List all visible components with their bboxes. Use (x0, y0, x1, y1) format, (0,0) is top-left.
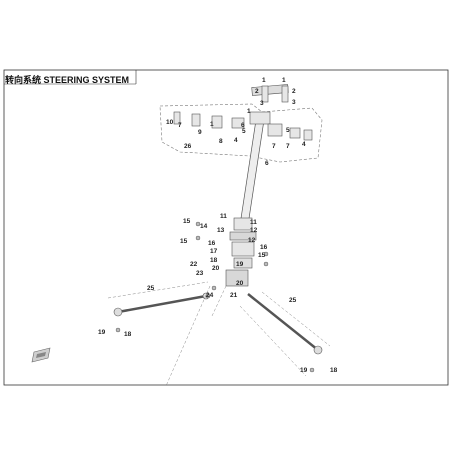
callout-15c: 15 (258, 252, 266, 259)
callout-18c: 18 (330, 367, 338, 374)
callout-21: 21 (230, 292, 238, 299)
callout-10: 10 (166, 119, 174, 126)
callout-3: 3 (260, 100, 264, 107)
callout-9: 9 (198, 129, 202, 136)
callout-12: 12 (250, 227, 258, 234)
callout-7b: 7 (286, 143, 290, 150)
callout-1d: 1 (210, 121, 214, 128)
callout-20: 20 (212, 265, 220, 272)
callout-26: 26 (184, 143, 192, 150)
callout-7c: 7 (178, 122, 182, 129)
callout-16b: 16 (260, 244, 268, 251)
callout-15b: 15 (180, 238, 188, 245)
callout-16: 16 (208, 240, 216, 247)
callout-1b: 1 (282, 77, 286, 84)
leader-center (211, 285, 227, 317)
callout-11: 11 (220, 213, 227, 220)
callout-6: 6 (265, 160, 269, 167)
callout-13: 13 (217, 227, 225, 234)
callout-2b: 2 (292, 88, 296, 95)
leader-left (165, 285, 211, 387)
callout-8: 8 (219, 138, 223, 145)
diagram-frame (3, 69, 449, 386)
callout-4: 4 (234, 137, 238, 144)
callout-22: 22 (190, 261, 198, 268)
callout-5: 5 (242, 128, 246, 135)
callout-6b: 6 (241, 122, 245, 129)
page-title: 转向系统 STEERING SYSTEM (5, 75, 130, 85)
callout-24: 24 (206, 292, 214, 299)
callout-2: 2 (255, 88, 259, 95)
callout-11b: 11 (250, 219, 257, 226)
tie-rod-left (107, 281, 210, 317)
callout-4b: 4 (302, 141, 306, 148)
callout-19c: 19 (300, 367, 308, 374)
callout-18: 18 (210, 257, 218, 264)
callout-23: 23 (196, 270, 204, 277)
callout-labels: 1 1 2 2 3 3 1 4 4 5 5 6 6 7 7 8 9 10 7 1… (98, 77, 338, 374)
fastener-marks (115, 221, 315, 373)
callout-19: 19 (236, 261, 244, 268)
callout-18b: 18 (124, 331, 132, 338)
callout-15: 15 (183, 218, 191, 225)
handlebar-clamps (173, 85, 313, 141)
callout-12b: 12 (248, 237, 256, 244)
tie-rod-right (239, 291, 331, 377)
callout-7: 7 (272, 143, 276, 150)
callout-25: 25 (147, 285, 155, 292)
callout-1c: 1 (247, 108, 251, 115)
callout-25b: 25 (289, 297, 297, 304)
callout-5b: 5 (286, 127, 290, 134)
callout-1: 1 (262, 77, 266, 84)
handlebar-group-outline (159, 103, 323, 163)
callout-17: 17 (210, 248, 218, 255)
callout-19b: 19 (98, 329, 106, 336)
callout-20b: 20 (236, 280, 244, 287)
cfmoto-logo-icon (31, 347, 51, 363)
callout-14: 14 (200, 223, 208, 230)
steering-column (225, 84, 289, 287)
callout-3b: 3 (292, 99, 296, 106)
